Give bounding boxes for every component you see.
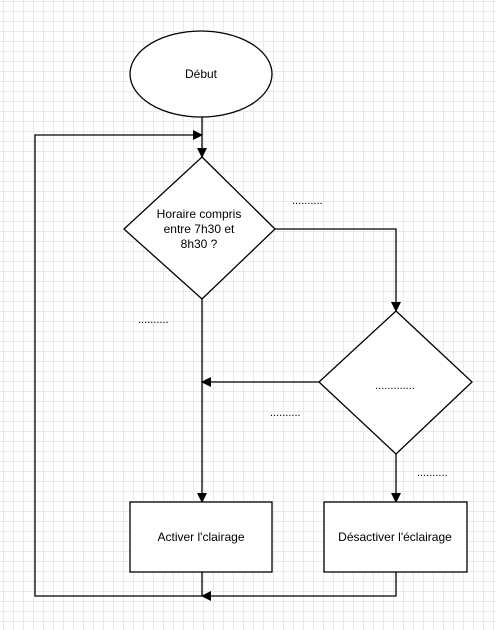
edge-label-second-decision-left: .......... (270, 407, 301, 419)
start-node (129, 30, 273, 118)
decision-time-node (123, 156, 276, 300)
second-decision-label: ............. (375, 380, 415, 392)
decision-time-label-line-3: 8h30 ? (181, 237, 218, 251)
decision-time-label-line-2: entre 7h30 et (164, 222, 235, 236)
edge-label-decision-down: .......... (138, 314, 169, 326)
deactivate-lighting-label: Désactiver l'éclairage (338, 530, 452, 544)
edge-decision-to-second-decision (275, 228, 401, 312)
edge-label-decision-right: .......... (292, 195, 323, 207)
edge-deactivate-to-merge (201, 572, 397, 601)
activate-lighting-node (129, 501, 273, 573)
activate-lighting-label: Activer l'clairage (158, 530, 245, 544)
edge-label-second-decision-down: .......... (417, 467, 448, 479)
edge-activate-loop-back (34, 130, 203, 597)
start-node-label: Début (185, 67, 218, 81)
second-decision-node (318, 310, 473, 455)
decision-time-label-line-1: Horaire compris (157, 207, 242, 221)
deactivate-lighting-node (323, 501, 468, 573)
